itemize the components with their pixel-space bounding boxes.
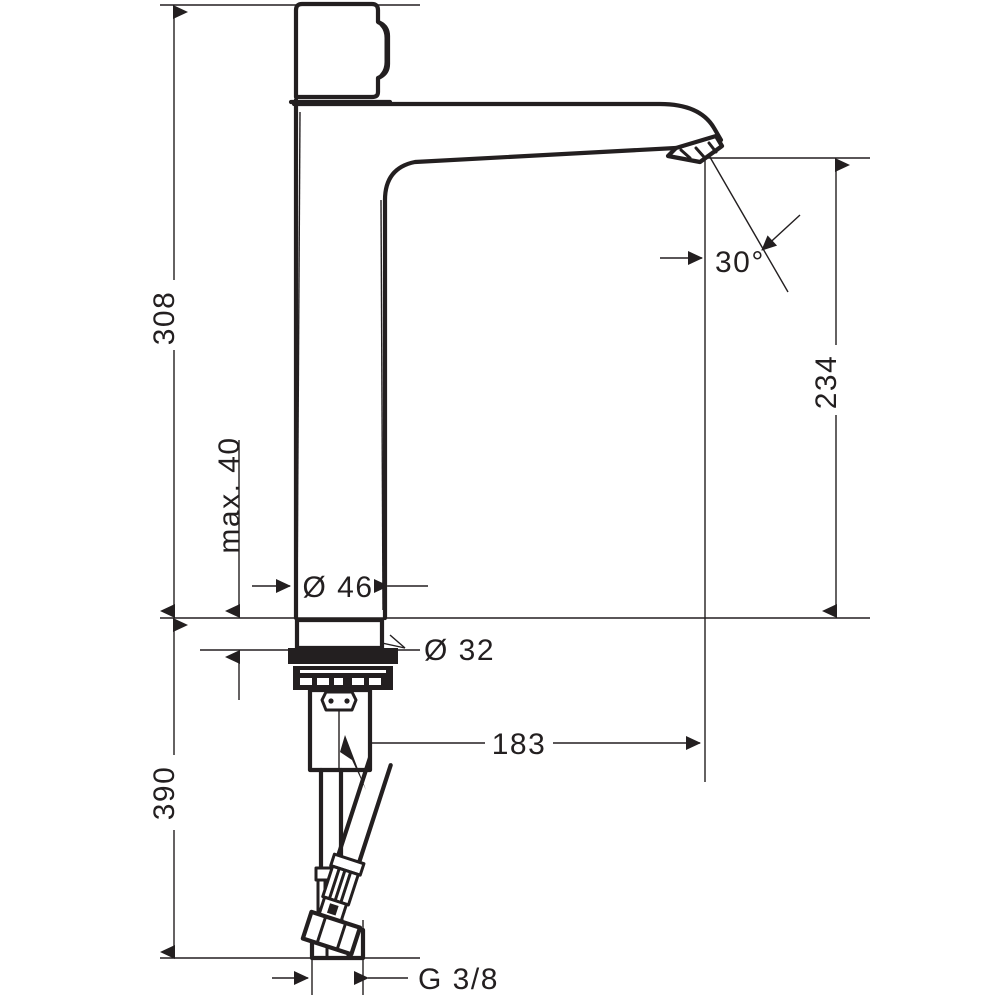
dim-label-d46: Ø 46 [302,571,373,604]
dimension-thread-size: G 3/8 [272,920,499,996]
angle-arrow-right [761,214,801,251]
faucet-aerator [665,133,725,165]
hose-right-braid-rib-2 [333,869,347,902]
dim-leader-d32 [389,634,406,649]
aerator-rib-3 [707,141,718,154]
hose-right-hex-nut [300,909,363,957]
body-inner-edge-right [380,199,384,611]
dim-label-g38: G 3/8 [418,963,499,996]
dimension-spout-reach: 183 [336,728,701,761]
aerator-rib-2 [694,146,706,159]
faucet-body-and-spout [288,97,724,621]
shank-fixing-clip [320,690,358,712]
hose-right-braid-rib-3 [339,871,352,904]
aerator-rib-1 [679,148,692,160]
hose-right-nut-facet-2 [335,922,347,951]
dimension-body-diameter: Ø 46 [252,571,428,604]
lever-handle-grip-detail [376,20,388,80]
lever-handle-body [293,1,391,100]
hose-right-braid-rib-1 [328,867,341,900]
faucet-lever-handle [293,1,391,100]
dim-label-183: 183 [492,728,547,761]
dim-label-390: 390 [148,766,181,821]
hose-right-edge-outer [336,756,372,858]
clip-hole-left [328,698,334,704]
hose-right-edge-inner [357,763,393,865]
dim-label-30deg: 30° [715,246,765,279]
mounting-collar [294,617,385,651]
dim-label-308: 308 [148,291,181,346]
dim-label-d32: Ø 32 [424,634,495,667]
washer-plate [288,648,398,664]
dim-label-max40: max. 40 [213,436,246,553]
hose-right-crimp-top [329,852,366,877]
body-inner-edge-left [296,111,301,611]
angle-ray-30deg [706,151,789,293]
spout-top-outline [291,97,724,621]
supply-hoses-group [300,756,393,961]
supply-hose-right [300,756,393,957]
dimension-max-insert: max. 40 [213,436,246,700]
dimension-hose-length: 390 [148,618,188,959]
dimension-spray-angle: 30° [660,151,801,293]
lock-washer-teeth [300,670,386,685]
dimension-spout-height: 234 [810,158,850,618]
faucet-mounting-assembly [288,617,398,773]
hose-right-nut-facet-1 [315,915,327,944]
dim-label-234: 234 [810,355,843,410]
dimension-height-total: 308 [148,5,188,618]
clip-hole-right [344,698,350,704]
spout-underside-outline [382,145,679,621]
hose-leader-pointer [340,735,366,790]
hose-leader-arrow-shape [340,735,366,790]
hose-right-shoulder-slot [326,903,339,916]
